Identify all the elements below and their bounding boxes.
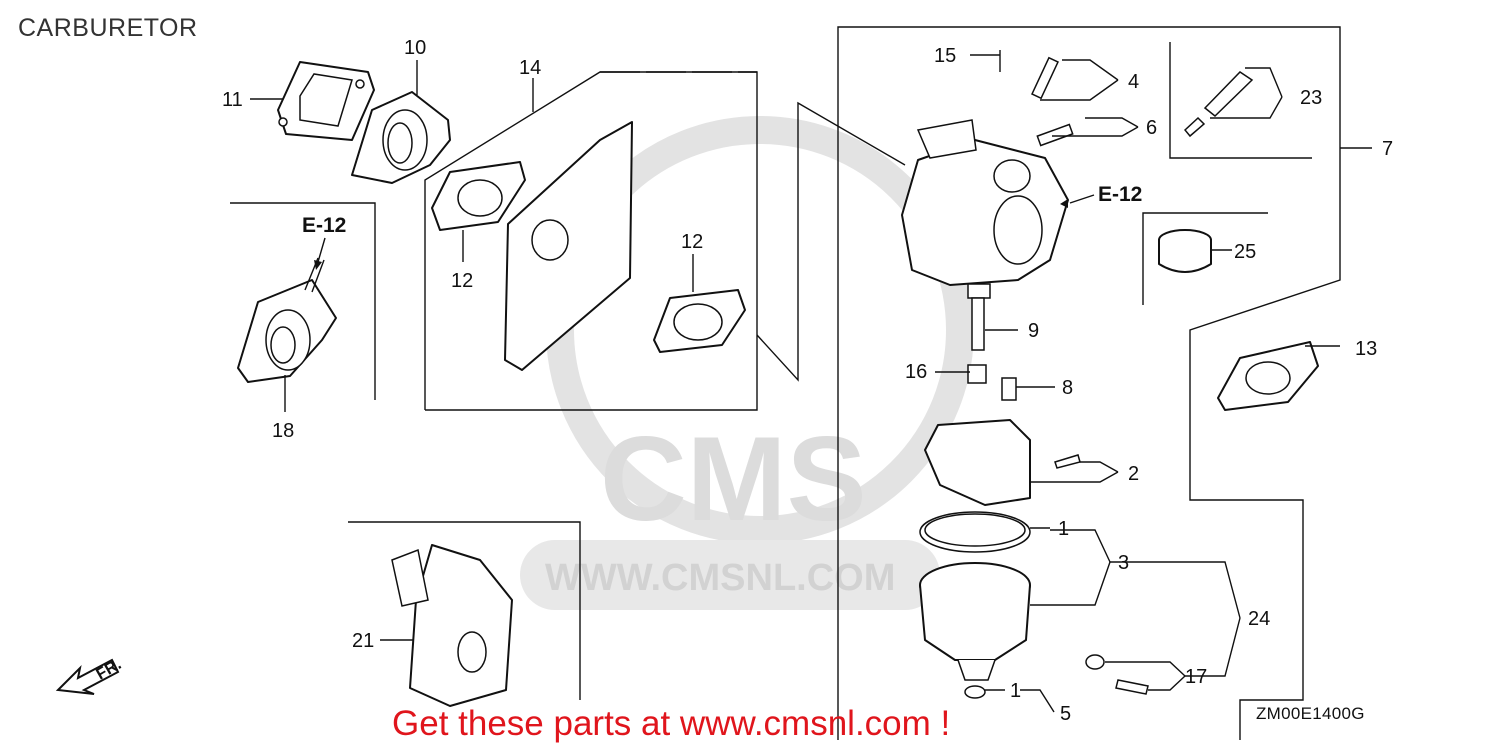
- needle-23: [1183, 71, 1254, 138]
- cap-25: [1158, 229, 1212, 273]
- frame-lines: [230, 26, 1341, 740]
- screw-17: [1085, 654, 1149, 695]
- front-arrow-icon: FR.: [55, 656, 124, 695]
- bracket-21: [391, 544, 513, 707]
- watermark-url: WWW.CMSNL.COM: [545, 557, 895, 599]
- carburetor-body: [901, 119, 1069, 299]
- leader-lines: [250, 54, 1372, 713]
- callout-5: 5: [1060, 703, 1071, 725]
- plate-14: [504, 121, 633, 371]
- insulator-10: [351, 91, 451, 184]
- gasket-12-upper: [431, 161, 526, 231]
- callout-25: 25: [1234, 241, 1256, 263]
- jet-parts: [967, 50, 1074, 401]
- gasket-13: [1217, 341, 1319, 411]
- watermark-logo: CMS: [600, 412, 867, 546]
- diagram-title: CARBURETOR: [18, 14, 198, 42]
- gasket-11: [277, 61, 375, 141]
- callout-13: 13: [1355, 338, 1377, 360]
- callout-4: 4: [1128, 71, 1139, 93]
- callout-24: 24: [1248, 608, 1270, 630]
- callout-11: 11: [222, 89, 243, 111]
- gasket-ring-1: [919, 511, 1031, 553]
- callout-12-lower: 12: [681, 231, 703, 253]
- insulator-18: [237, 257, 337, 383]
- promo-link[interactable]: Get these parts at www.cmsnl.com !: [392, 704, 951, 743]
- callout-23: 23: [1300, 87, 1322, 109]
- callout-1-lower: 1: [1010, 680, 1021, 702]
- diagram-reference-code: ZM00E1400G: [1256, 704, 1365, 723]
- callout-12-upper: 12: [451, 270, 473, 292]
- float-bowl-3: [919, 562, 1031, 699]
- callout-2: 2: [1128, 463, 1139, 485]
- callout-6: 6: [1146, 117, 1157, 139]
- callout-1-upper: 1: [1058, 518, 1069, 540]
- callout-18: 18: [272, 420, 294, 442]
- callout-17: 17: [1185, 666, 1207, 688]
- callout-16: 16: [905, 361, 927, 383]
- callout-9: 9: [1028, 320, 1039, 342]
- gasket-12-lower: [653, 289, 746, 353]
- callout-10: 10: [404, 37, 426, 59]
- float-2: [924, 419, 1081, 506]
- callout-3: 3: [1118, 552, 1129, 574]
- callout-21: 21: [352, 630, 374, 652]
- callout-14: 14: [519, 57, 541, 79]
- callout-7: 7: [1382, 138, 1393, 160]
- callout-15: 15: [934, 45, 956, 67]
- ref-e12-left: E-12: [302, 214, 346, 237]
- ref-e12-right: E-12: [1098, 183, 1142, 206]
- callout-8: 8: [1062, 377, 1073, 399]
